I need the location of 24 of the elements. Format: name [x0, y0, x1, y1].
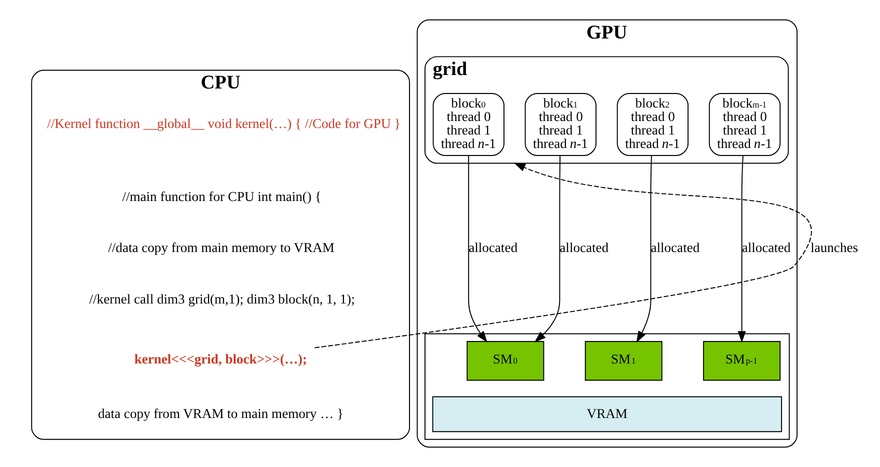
node-box: block2 thread 0 thread 1 thread n-1: [616, 93, 688, 156]
edge-label: launches: [810, 240, 858, 256]
node-text: //kernel call dim3 grid(m,1); dim3 block(n, 1, 1);: [88, 291, 354, 306]
node-text: //Kernel function __global__ void kernel(…) { //Code for GPU }: [46, 116, 400, 132]
arrow: [636, 155, 652, 343]
cluster: [424, 333, 790, 440]
edge-label: allocated: [650, 240, 700, 256]
node-box: SM0: [466, 341, 544, 381]
node-text: //main function for CPU int main() {: [122, 188, 321, 204]
node-box: SMp-1: [702, 341, 780, 381]
node-text: data copy from VRAM to main memory … }: [97, 406, 344, 421]
arrow: [534, 155, 560, 342]
arrow: [737, 155, 746, 343]
edge-label: allocated: [468, 240, 517, 256]
node-box: block0 thread 0 thread 1 thread n-1: [432, 93, 504, 156]
node-box: VRAM: [432, 396, 782, 432]
node-text: //data copy from main memory to VRAM: [108, 240, 334, 256]
node-box: SM1: [584, 341, 662, 381]
edge-label: allocated: [559, 240, 608, 256]
node-box: blockm-1 thread 0 thread 1 thread n-1: [708, 93, 780, 156]
node-box: block1 thread 0 thread 1 thread n-1: [524, 93, 596, 156]
arrow: [314, 162, 812, 348]
node-text: kernel<<<grid, block>>>(…);: [134, 352, 307, 367]
arrow: [468, 155, 487, 343]
